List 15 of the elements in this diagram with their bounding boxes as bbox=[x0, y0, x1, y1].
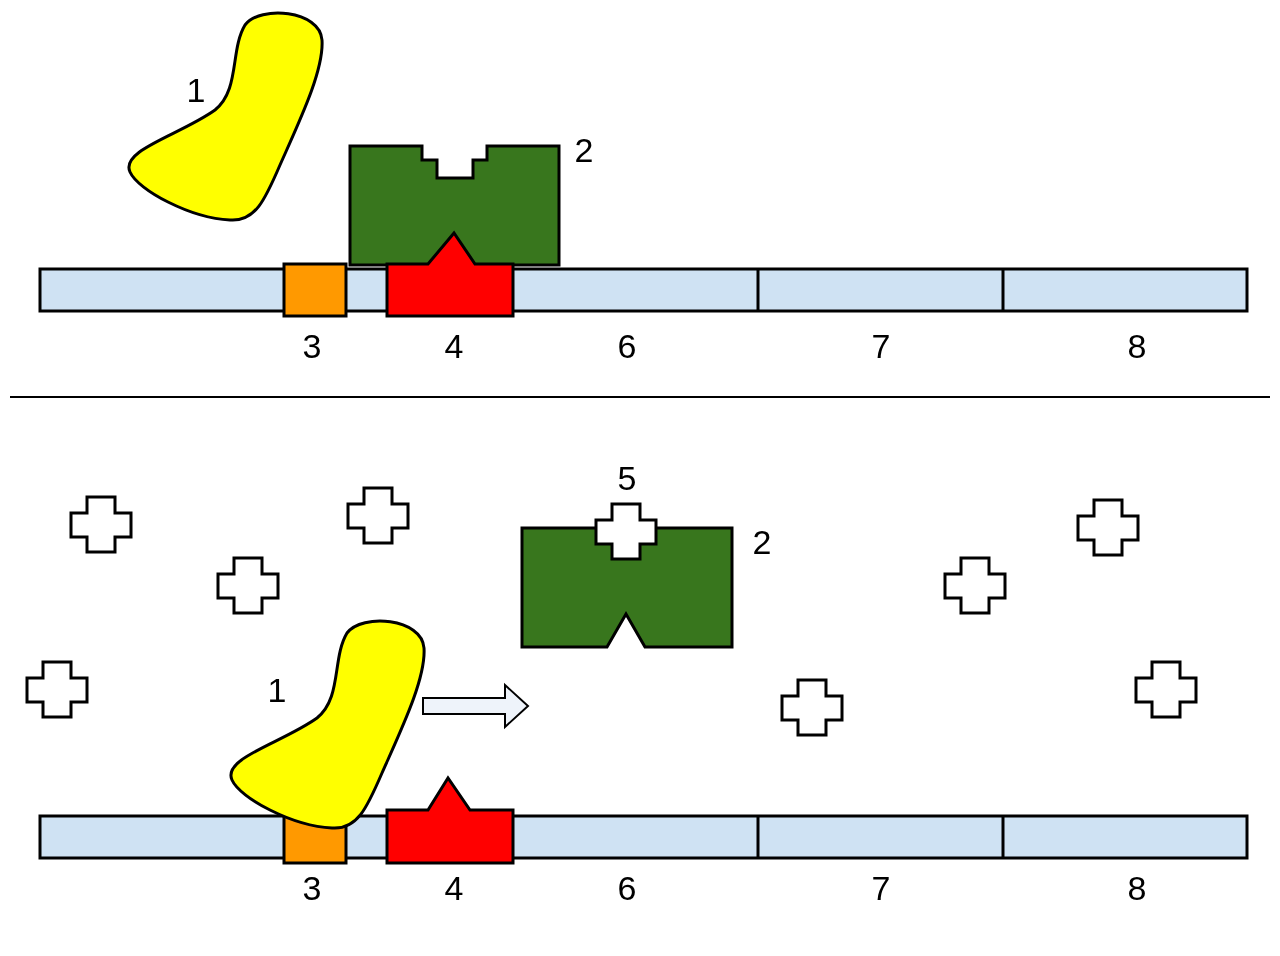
callout-number: 7 bbox=[871, 329, 891, 363]
callout-number: 3 bbox=[302, 871, 322, 905]
callout-number: 2 bbox=[574, 133, 594, 167]
callout-number: 3 bbox=[302, 329, 322, 363]
callout-number: 4 bbox=[444, 329, 464, 363]
callout-number: 2 bbox=[752, 525, 772, 559]
callout-number: 6 bbox=[617, 329, 637, 363]
callout-number: 4 bbox=[444, 871, 464, 905]
callout-number: 6 bbox=[617, 871, 637, 905]
callout-number: 8 bbox=[1127, 329, 1147, 363]
callout-number: 7 bbox=[871, 871, 891, 905]
callout-number: 1 bbox=[186, 73, 206, 107]
callout-number: 8 bbox=[1127, 871, 1147, 905]
callout-number: 1 bbox=[267, 673, 287, 707]
callout-number: 5 bbox=[617, 461, 637, 495]
